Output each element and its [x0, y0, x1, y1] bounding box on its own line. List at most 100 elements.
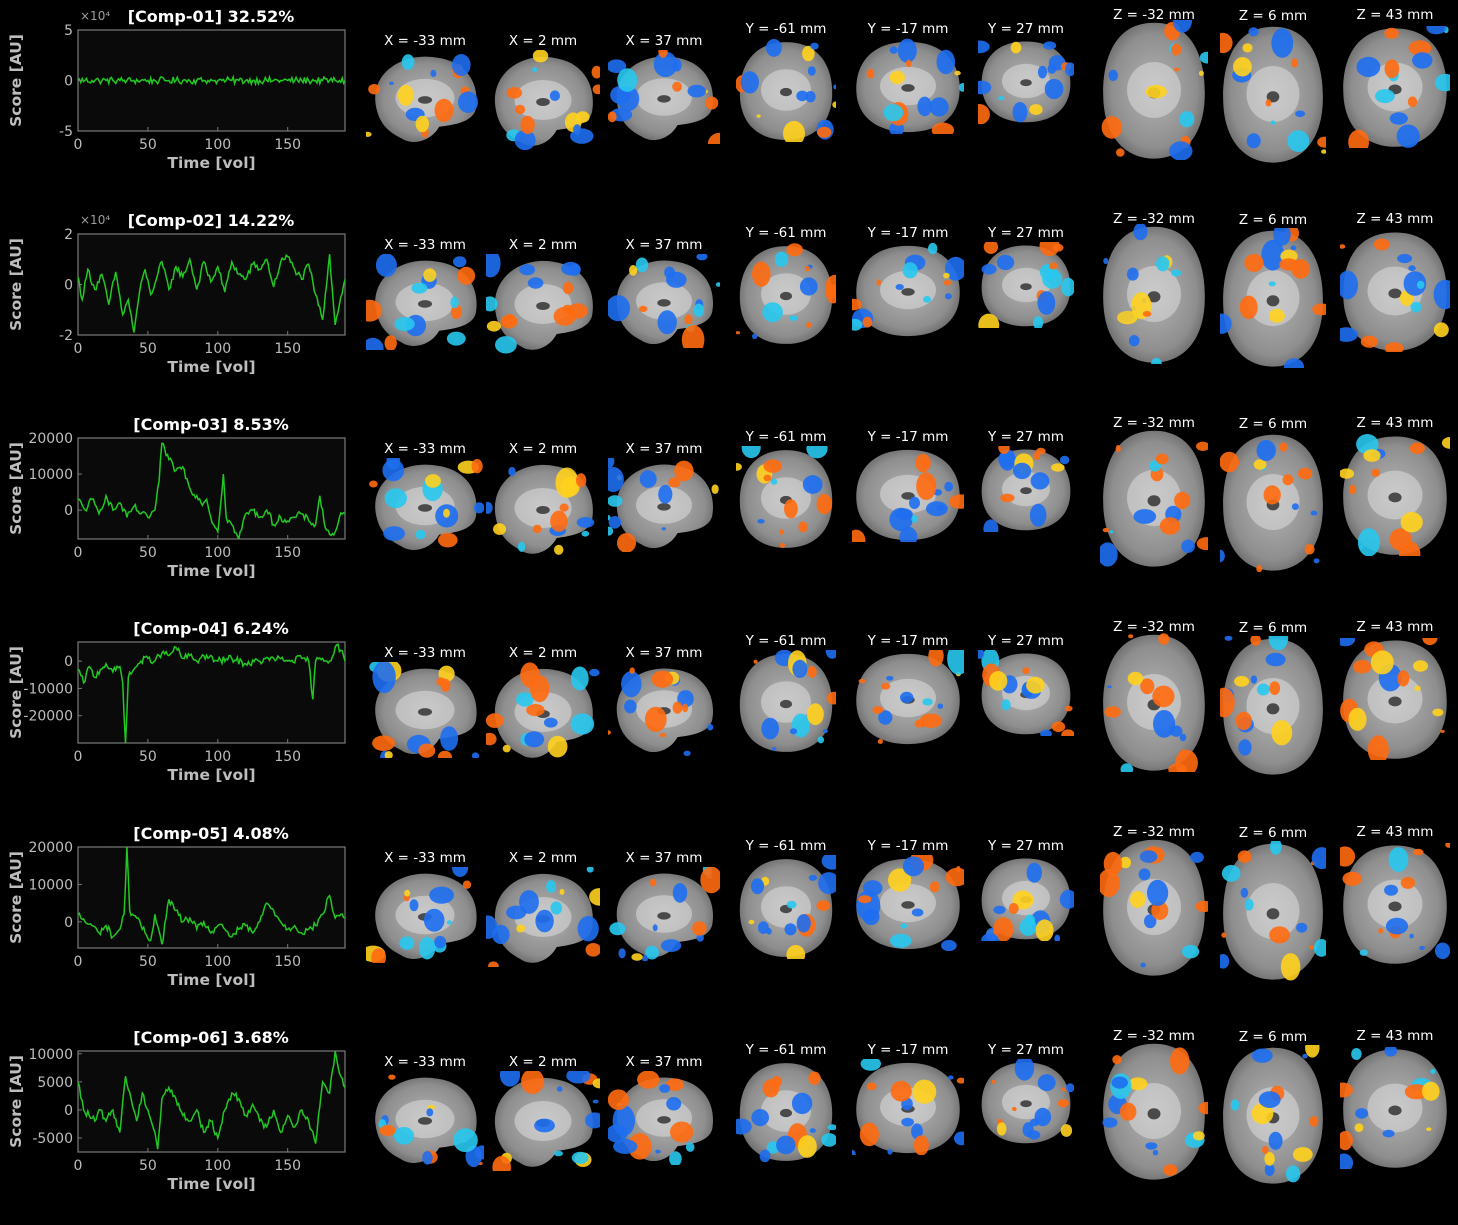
- series-line: [78, 643, 345, 743]
- slice-label: Y = -61 mm: [745, 838, 827, 854]
- x-tick-label: 50: [139, 137, 157, 153]
- x-tick-label: 0: [74, 137, 83, 153]
- sagittal-brain-slice: [366, 867, 477, 963]
- x-tick-label: 150: [274, 749, 301, 765]
- y-tick-label: -2: [59, 328, 73, 344]
- coronal-brain-slice: [856, 38, 964, 134]
- y-tick-label: 20000: [28, 840, 73, 856]
- slice-label: Z = 43 mm: [1356, 1028, 1434, 1044]
- x-tick-label: 50: [139, 749, 157, 765]
- coronal-brain-slice: [736, 39, 836, 142]
- sagittal-brain-slice: [608, 458, 719, 552]
- x-axis-label: Time [vol]: [167, 766, 255, 784]
- slice-label: Y = 27 mm: [988, 429, 1064, 445]
- sagittal-brain-slice: [609, 867, 720, 961]
- sagittal-brain-slice: [375, 1074, 484, 1167]
- x-tick-label: 50: [139, 954, 157, 970]
- slice-label: Y = 27 mm: [988, 633, 1064, 649]
- axial-brain-slice: [1103, 224, 1205, 364]
- slice-label: Y = -17 mm: [867, 633, 949, 649]
- y-tick-label: 5000: [37, 1075, 73, 1091]
- sagittal-brain-slice: [486, 464, 595, 555]
- coronal-brain-slice: [736, 243, 836, 344]
- sagittal-brain-slice: [366, 54, 478, 142]
- x-axis-label: Time [vol]: [167, 971, 255, 989]
- y-tick-label: 10000: [28, 1047, 73, 1063]
- x-tick-label: 50: [139, 341, 157, 357]
- y-tick-label: 10000: [28, 877, 73, 893]
- y-axis-label: Score [AU]: [7, 1055, 25, 1148]
- y-tick-label: -5000: [32, 1131, 73, 1147]
- chart-title: [Comp-05] 4.08%: [133, 824, 288, 843]
- coronal-brain-slice: [978, 40, 1074, 124]
- coronal-brain-slice: [981, 858, 1074, 941]
- series-line: [78, 442, 345, 539]
- plot-area: [77, 437, 346, 540]
- y-tick-label: 20000: [28, 431, 73, 447]
- x-tick-label: 150: [274, 954, 301, 970]
- axial-brain-slice: [1223, 1045, 1323, 1184]
- slice-label: Z = -32 mm: [1113, 211, 1195, 227]
- x-tick-label: 0: [74, 545, 83, 561]
- coronal-brain-slice: [978, 242, 1074, 328]
- slice-label: Y = 27 mm: [988, 1042, 1064, 1058]
- slice-label: Y = -17 mm: [867, 838, 949, 854]
- axial-brain-slice: [1343, 26, 1450, 148]
- slice-label: Z = -32 mm: [1113, 824, 1195, 840]
- slice-label: X = 2 mm: [508, 1054, 578, 1070]
- coronal-brain-slice: [852, 449, 964, 542]
- slice-label: Y = 27 mm: [988, 838, 1064, 854]
- y-axis-label: Score [AU]: [7, 851, 25, 944]
- chart-title: [Comp-04] 6.24%: [133, 619, 288, 638]
- coronal-brain-slice: [739, 650, 836, 752]
- coronal-brain-slice: [856, 855, 964, 951]
- axial-brain-slice: [1100, 839, 1208, 976]
- axial-brain-slice: [1340, 843, 1450, 964]
- y-axis-label: Score [AU]: [7, 238, 25, 331]
- series-line: [78, 847, 345, 945]
- axial-brain-slice: [1340, 232, 1450, 352]
- x-tick-label: 50: [139, 545, 157, 561]
- coronal-brain-slice: [981, 446, 1071, 532]
- slice-label: X = 2 mm: [508, 237, 578, 253]
- series-line: [78, 74, 345, 87]
- slice-label: X = 2 mm: [508, 441, 578, 457]
- slice-label: Z = 6 mm: [1238, 416, 1308, 432]
- slice-label: X = 37 mm: [625, 645, 703, 661]
- chart-title: [Comp-02] 14.22%: [128, 211, 295, 230]
- y-tick-label: 0: [64, 74, 73, 90]
- slice-label: X = 37 mm: [625, 1054, 703, 1070]
- sagittal-brain-slice: [369, 662, 480, 758]
- slice-label: Y = -61 mm: [745, 429, 827, 445]
- y-tick-label: 0: [64, 654, 73, 670]
- x-tick-label: 100: [204, 954, 231, 970]
- chart-title: [Comp-06] 3.68%: [133, 1028, 288, 1047]
- y-tick-label: -10000: [23, 681, 73, 697]
- y-axis-label: Score [AU]: [7, 646, 25, 739]
- plot-area: [77, 1050, 346, 1153]
- slice-label: X = -33 mm: [384, 1054, 466, 1070]
- slice-label: Y = 27 mm: [988, 225, 1064, 241]
- slice-label: X = -33 mm: [384, 237, 466, 253]
- x-axis-label: Time [vol]: [167, 358, 255, 376]
- axial-brain-slice: [1220, 636, 1323, 775]
- slice-label: X = -33 mm: [384, 441, 466, 457]
- chart-title: [Comp-01] 32.52%: [128, 7, 295, 26]
- sagittal-brain-slice: [369, 458, 484, 550]
- x-tick-label: 100: [204, 1158, 231, 1174]
- sagittal-brain-slice: [486, 662, 600, 758]
- x-tick-label: 100: [204, 137, 231, 153]
- axial-brain-slice: [1340, 638, 1447, 760]
- axial-brain-slice: [1220, 228, 1326, 368]
- sagittal-brain-slice: [608, 50, 720, 144]
- coronal-brain-slice: [739, 855, 836, 959]
- x-tick-label: 150: [274, 137, 301, 153]
- sagittal-brain-slice: [494, 50, 600, 150]
- axis-multiplier: ×10⁴: [80, 213, 110, 227]
- slice-label: Y = -17 mm: [867, 225, 949, 241]
